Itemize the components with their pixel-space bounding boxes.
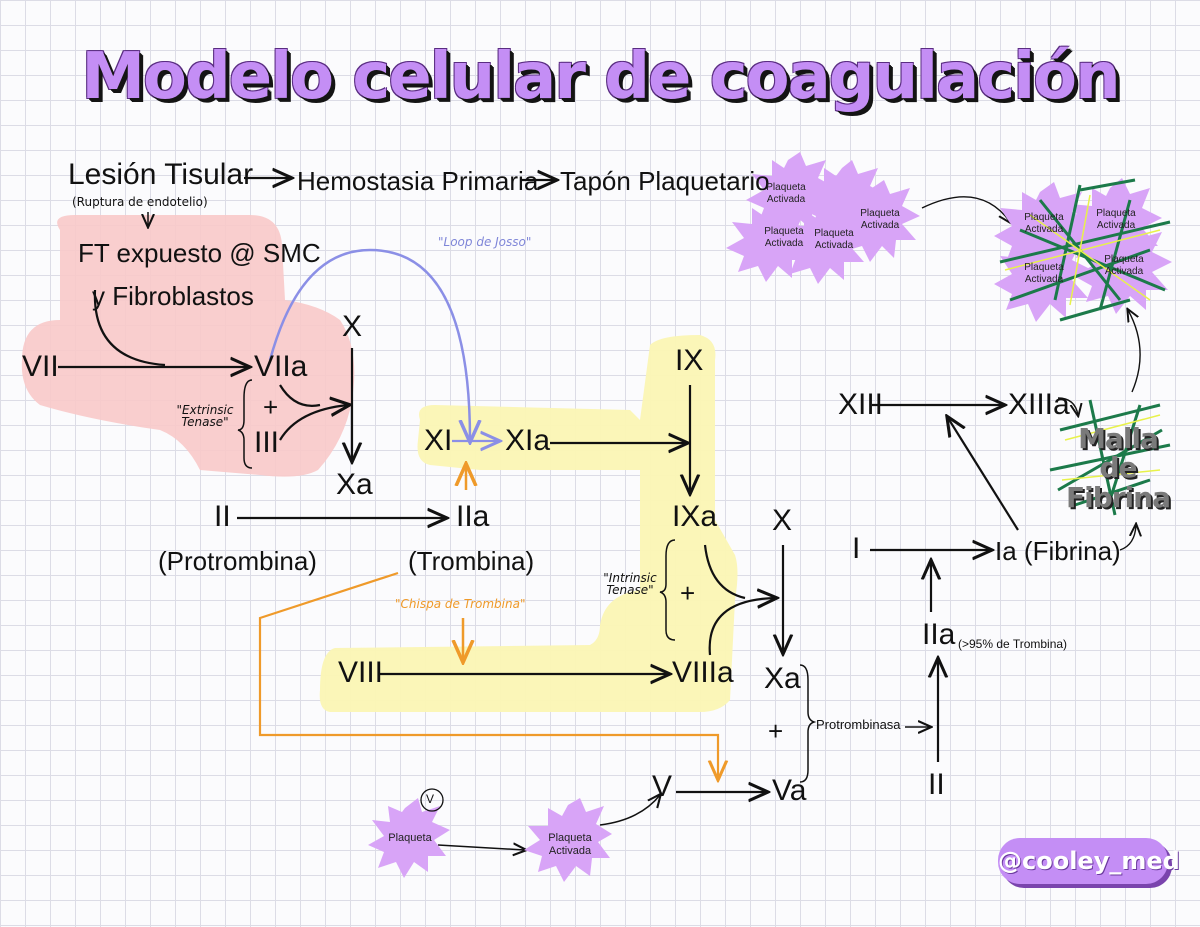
arrow-viia-curve [279,384,321,407]
brace-protrombinasa [799,664,817,783]
lesion-note: (Ruptura de endotelio) [72,195,208,209]
vii-label: VII [22,350,59,383]
prothrombinase-plus: + [768,716,784,746]
ia-label: Ia (Fibrina) [995,536,1121,566]
fibrin-strands-net [999,178,1171,322]
v-label: V [652,770,673,803]
cluster-platelet-5 [830,180,920,262]
iia-label: IIa [456,500,490,533]
loop-de-josso-arrow [268,248,470,440]
malla-de-fibrina-label: Malla de Fibrina [1065,422,1171,514]
protrombina-label: (Protrombina) [158,546,317,576]
protrombinasa-label: Protrombinasa [816,717,901,732]
viii-label: VIII [338,656,384,689]
arrow-iii-curve [279,405,348,441]
extrinsic-region [21,215,355,477]
net-platelet-2 [1064,178,1162,270]
xia-label: XIa [505,424,551,457]
ii-fibrin-label: II [928,768,945,801]
arrow-fibrina-malla [1119,525,1136,551]
net-platelet-1 [994,182,1092,274]
iia-fibrin-label: IIa [922,618,956,651]
viia-label: VIIa [254,350,308,383]
iia-note: (>95% de Trombina) [958,637,1068,651]
x-intrinsic-label: X [772,504,793,537]
arrow-xiiia-malla [1057,397,1078,415]
xa-extrinsic-label: Xa [336,468,373,501]
ixa-label: IXa [672,500,718,533]
net-label-4: Plaqueta Activada [1104,254,1144,277]
net-label-3: Plaqueta Activada [1024,262,1064,285]
fibrin-strands-light [1004,194,1161,306]
fibroblastos-label: y Fibroblastos [92,281,254,311]
x-extrinsic-label: X [342,310,363,343]
trombina-label: (Trombina) [408,546,535,576]
arrow-ia-xiii [948,418,1019,531]
cluster-label-4: Plaqueta Activada [860,208,900,231]
net-label-2: Plaqueta Activada [1096,208,1136,231]
net-platelet-3 [994,230,1092,322]
extrinsic-plus: + [263,392,279,422]
ix-label: IX [675,344,704,377]
loop-de-josso-label: "Loop de Josso" [438,235,532,249]
hemostasia-label: Hemostasia Primaria [297,166,539,196]
intrinsic-region [319,335,738,712]
xa-intrinsic-label: Xa [764,662,801,695]
intrinsic-plus: + [680,578,696,608]
page-title: Modelo celular de coagulación [81,40,1120,114]
cluster-label-1: Plaqueta Activada [766,182,806,205]
cluster-platelet-3 [726,200,816,282]
cluster-label-3: Plaqueta Activada [814,228,854,251]
xi-label: XI [424,424,453,457]
platelet-star [368,798,450,878]
activated-platelet-star [524,798,612,882]
plaqueta-label: Plaqueta [388,832,432,844]
lesion-label: Lesión Tisular [68,158,254,191]
net-label-1: Plaqueta Activada [1024,212,1064,235]
arrow-activada-v [599,795,660,826]
iii-label: III [254,426,280,459]
ft-label: FT expuesto @ SMC [78,238,321,268]
viiia-label: VIIIa [672,656,734,689]
extrinsic-tenase-label: "Extrinsic Tenase" [176,403,234,429]
thrombin-to-va-orange [258,571,718,778]
va-label: Va [772,774,807,807]
plaqueta-activada-label: Plaqueta Activada [548,832,592,857]
xiiia-label: XIIIa [1008,388,1070,421]
arrow-viiia-curve [708,598,775,656]
intrinsic-tenase-label: "Intrinsic Tenase" [603,571,657,597]
tapon-label: Tapón Plaquetario [560,166,770,196]
i-label: I [852,532,861,565]
v-circle [420,788,444,812]
arrow-ixa-curve [703,544,746,600]
v-circle-label: V [426,792,435,806]
arrow-plaqueta-activada [437,845,525,850]
author-handle: @cooley_med [998,838,1180,884]
arrow-ft-curve [93,289,166,367]
cluster-label-2: Plaqueta Activada [764,226,804,249]
arrow-malla-net [1128,310,1141,393]
ii-label: II [214,500,231,533]
arrow-cluster-net [921,196,1010,222]
brace-extrinsic [237,379,253,469]
fibrin-strands-malla-light [1061,414,1161,481]
chispa-label: "Chispa de Trombina" [395,597,526,611]
xiii-label: XIII [838,388,884,421]
brace-intrinsic [659,539,676,641]
net-platelet-4 [1074,222,1172,314]
